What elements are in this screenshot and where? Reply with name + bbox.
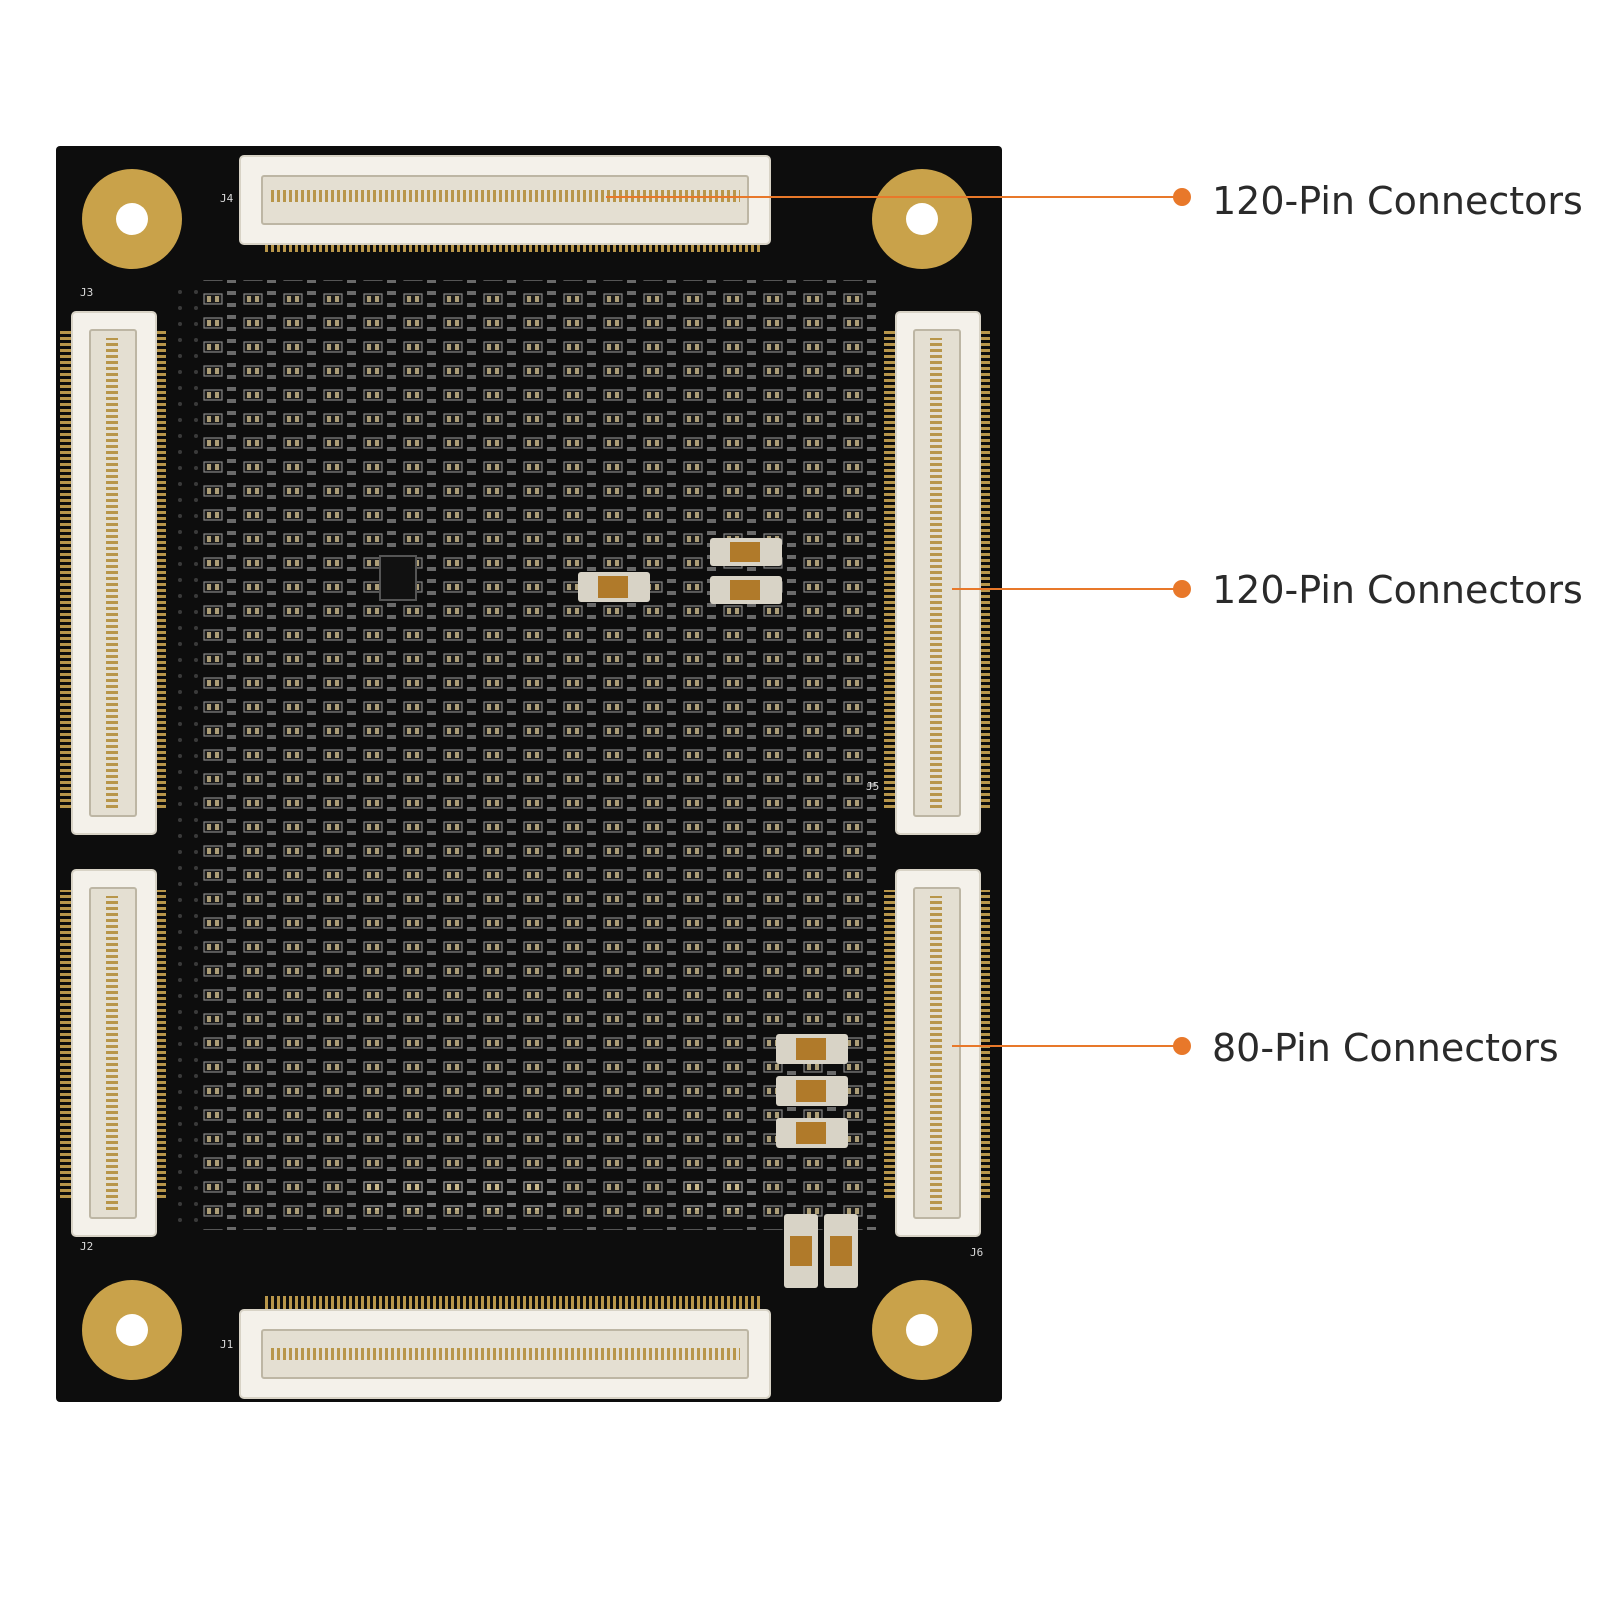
via-field-left <box>170 280 210 1230</box>
callout-label-80pin-connectors: 80-Pin Connectors <box>1212 1026 1559 1070</box>
mounting-hole-top-right <box>872 169 972 269</box>
power-components-upper <box>379 538 782 604</box>
callout-line-bottom <box>952 1037 1191 1055</box>
connector-j1-bottom <box>239 1296 771 1399</box>
callout-line-top <box>606 188 1191 206</box>
designator-j5: J5 <box>866 780 879 793</box>
callout-label-side-connectors: 120-Pin Connectors <box>1212 568 1583 612</box>
mounting-hole-bottom-left <box>82 1280 182 1380</box>
connector-j5-right-upper <box>884 311 990 835</box>
mounting-hole-bottom-right <box>872 1280 972 1380</box>
designator-j4: J4 <box>220 192 234 205</box>
designator-j3: J3 <box>80 286 93 299</box>
connector-j3-left-upper <box>60 311 166 835</box>
designator-j2: J2 <box>80 1240 93 1253</box>
designator-j6: J6 <box>970 1246 983 1259</box>
component-field <box>200 280 880 1230</box>
connector-j6-right-lower <box>884 869 990 1237</box>
power-components-lower <box>360 1034 858 1288</box>
callout-label-top-connectors: 120-Pin Connectors <box>1212 179 1583 223</box>
callout-line-middle <box>952 580 1191 598</box>
connector-j2-left-lower <box>60 869 166 1237</box>
mounting-hole-top-left <box>82 169 182 269</box>
designator-j1: J1 <box>220 1338 233 1351</box>
connector-j4-top <box>239 155 771 252</box>
